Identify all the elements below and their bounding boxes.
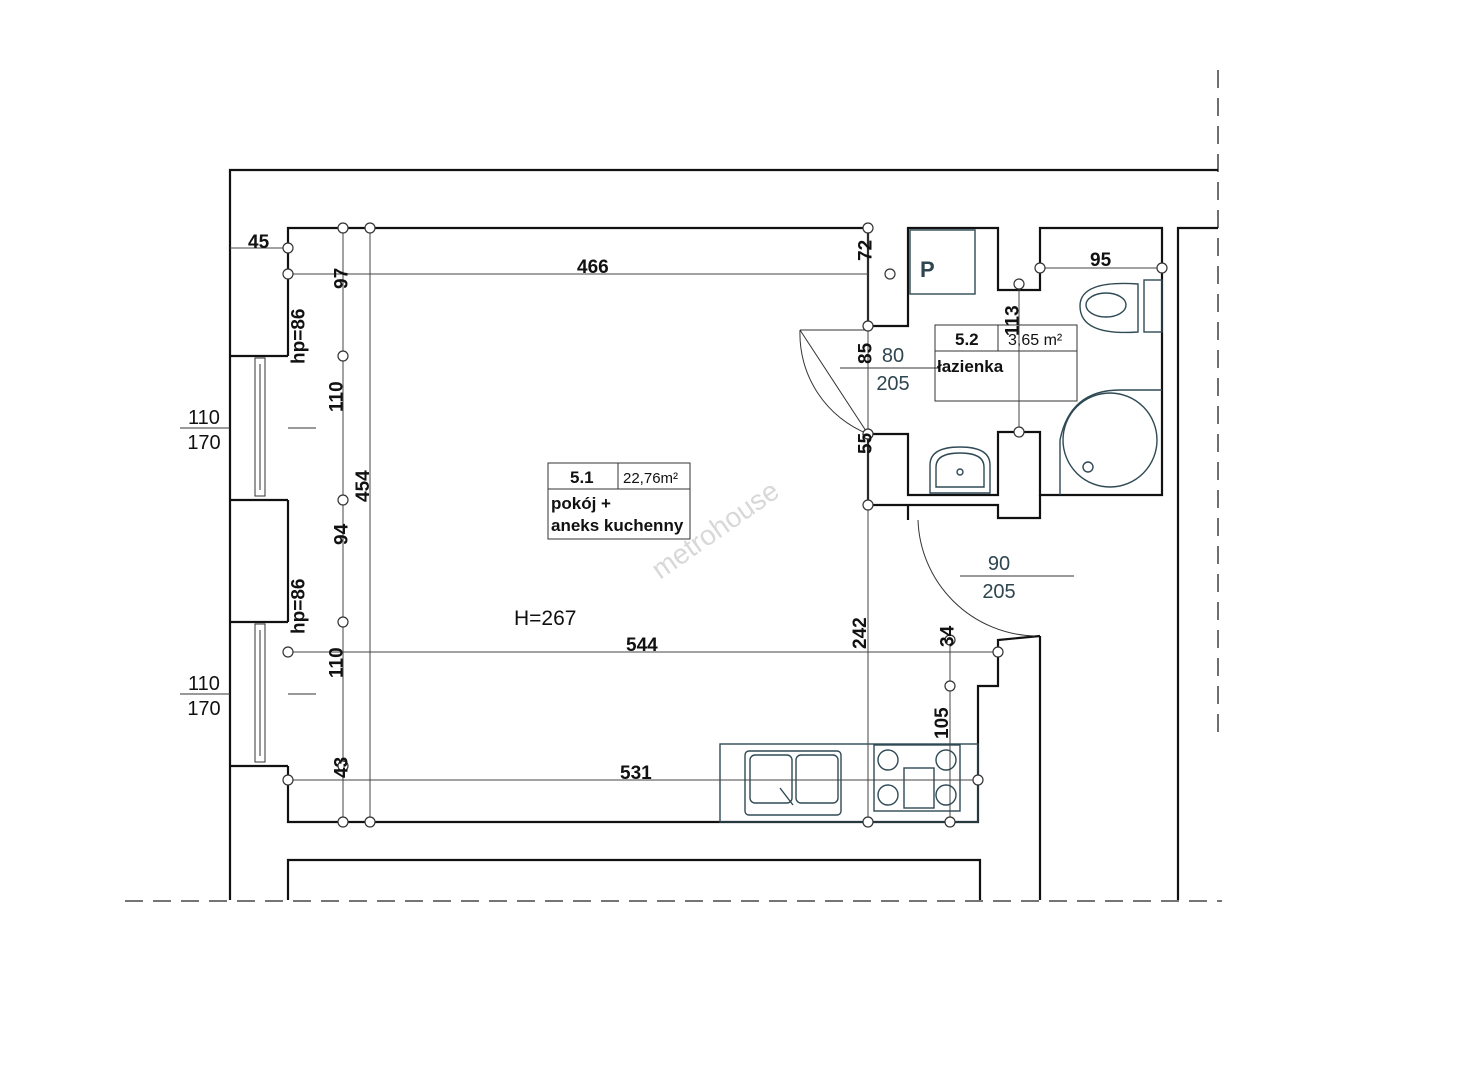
room-name: łazienka (937, 357, 1004, 376)
room-area: 3,65 m² (1008, 332, 1063, 349)
dim-531: 531 (620, 763, 652, 784)
washbasin-icon (929, 446, 991, 494)
kitchen-counter (719, 743, 979, 823)
window-2-height: 170 (187, 698, 220, 720)
door-2-height: 205 (982, 581, 1015, 603)
dim-105: 105 (932, 707, 953, 739)
dim-window-2-110: 110 (327, 647, 348, 678)
window-2-sill: hp=86 (288, 579, 309, 634)
dim-72: 72 (855, 240, 876, 261)
dim-454: 454 (353, 470, 374, 502)
dim-85: 85 (855, 342, 876, 364)
dim-113: 113 (1003, 305, 1024, 336)
shower-icon (1059, 389, 1162, 495)
dim-466: 466 (577, 257, 609, 278)
dimension-markers (282, 222, 1168, 828)
dim-43: 43 (331, 757, 352, 778)
window-1-height: 170 (187, 432, 220, 454)
shaft (909, 229, 976, 295)
door-bathroom-swing (799, 329, 869, 435)
window-1 (254, 357, 316, 497)
door-1-width: 80 (882, 345, 904, 367)
cooktop-icon (873, 744, 961, 812)
window-2 (254, 623, 316, 763)
dim-95: 95 (1090, 250, 1112, 271)
ceiling-height: H=267 (514, 607, 576, 630)
dim-45: 45 (248, 232, 270, 253)
dim-55: 55 (855, 432, 876, 454)
door-1-height: 205 (876, 373, 909, 395)
walls (228, 168, 1218, 900)
room-number: 5.1 (570, 468, 594, 487)
dim-242: 242 (850, 617, 871, 649)
toilet-icon (1079, 279, 1163, 334)
room-label-5-2: 5.2 3,65 m² łazienka (934, 324, 1078, 402)
dim-544: 544 (626, 635, 658, 656)
room-number: 5.2 (955, 330, 979, 349)
room-area: 22,76m² (623, 470, 678, 487)
window-1-sill: hp=86 (288, 309, 309, 364)
room-name-line2: aneks kuchenny (551, 516, 684, 535)
room-label-5-1: 5.1 22,76m² pokój + aneks kuchenny (547, 462, 691, 540)
window-2-width: 110 (188, 673, 220, 695)
door-entry-swing (917, 519, 1036, 637)
dim-34: 34 (937, 625, 958, 647)
dim-window-1-110: 110 (327, 381, 348, 412)
dim-97: 97 (331, 268, 352, 289)
door-2-width: 90 (988, 553, 1010, 575)
shaft-label: P (920, 257, 935, 282)
window-1-width: 110 (188, 407, 220, 429)
room-name-line1: pokój + (551, 494, 611, 513)
dim-94: 94 (331, 523, 352, 545)
